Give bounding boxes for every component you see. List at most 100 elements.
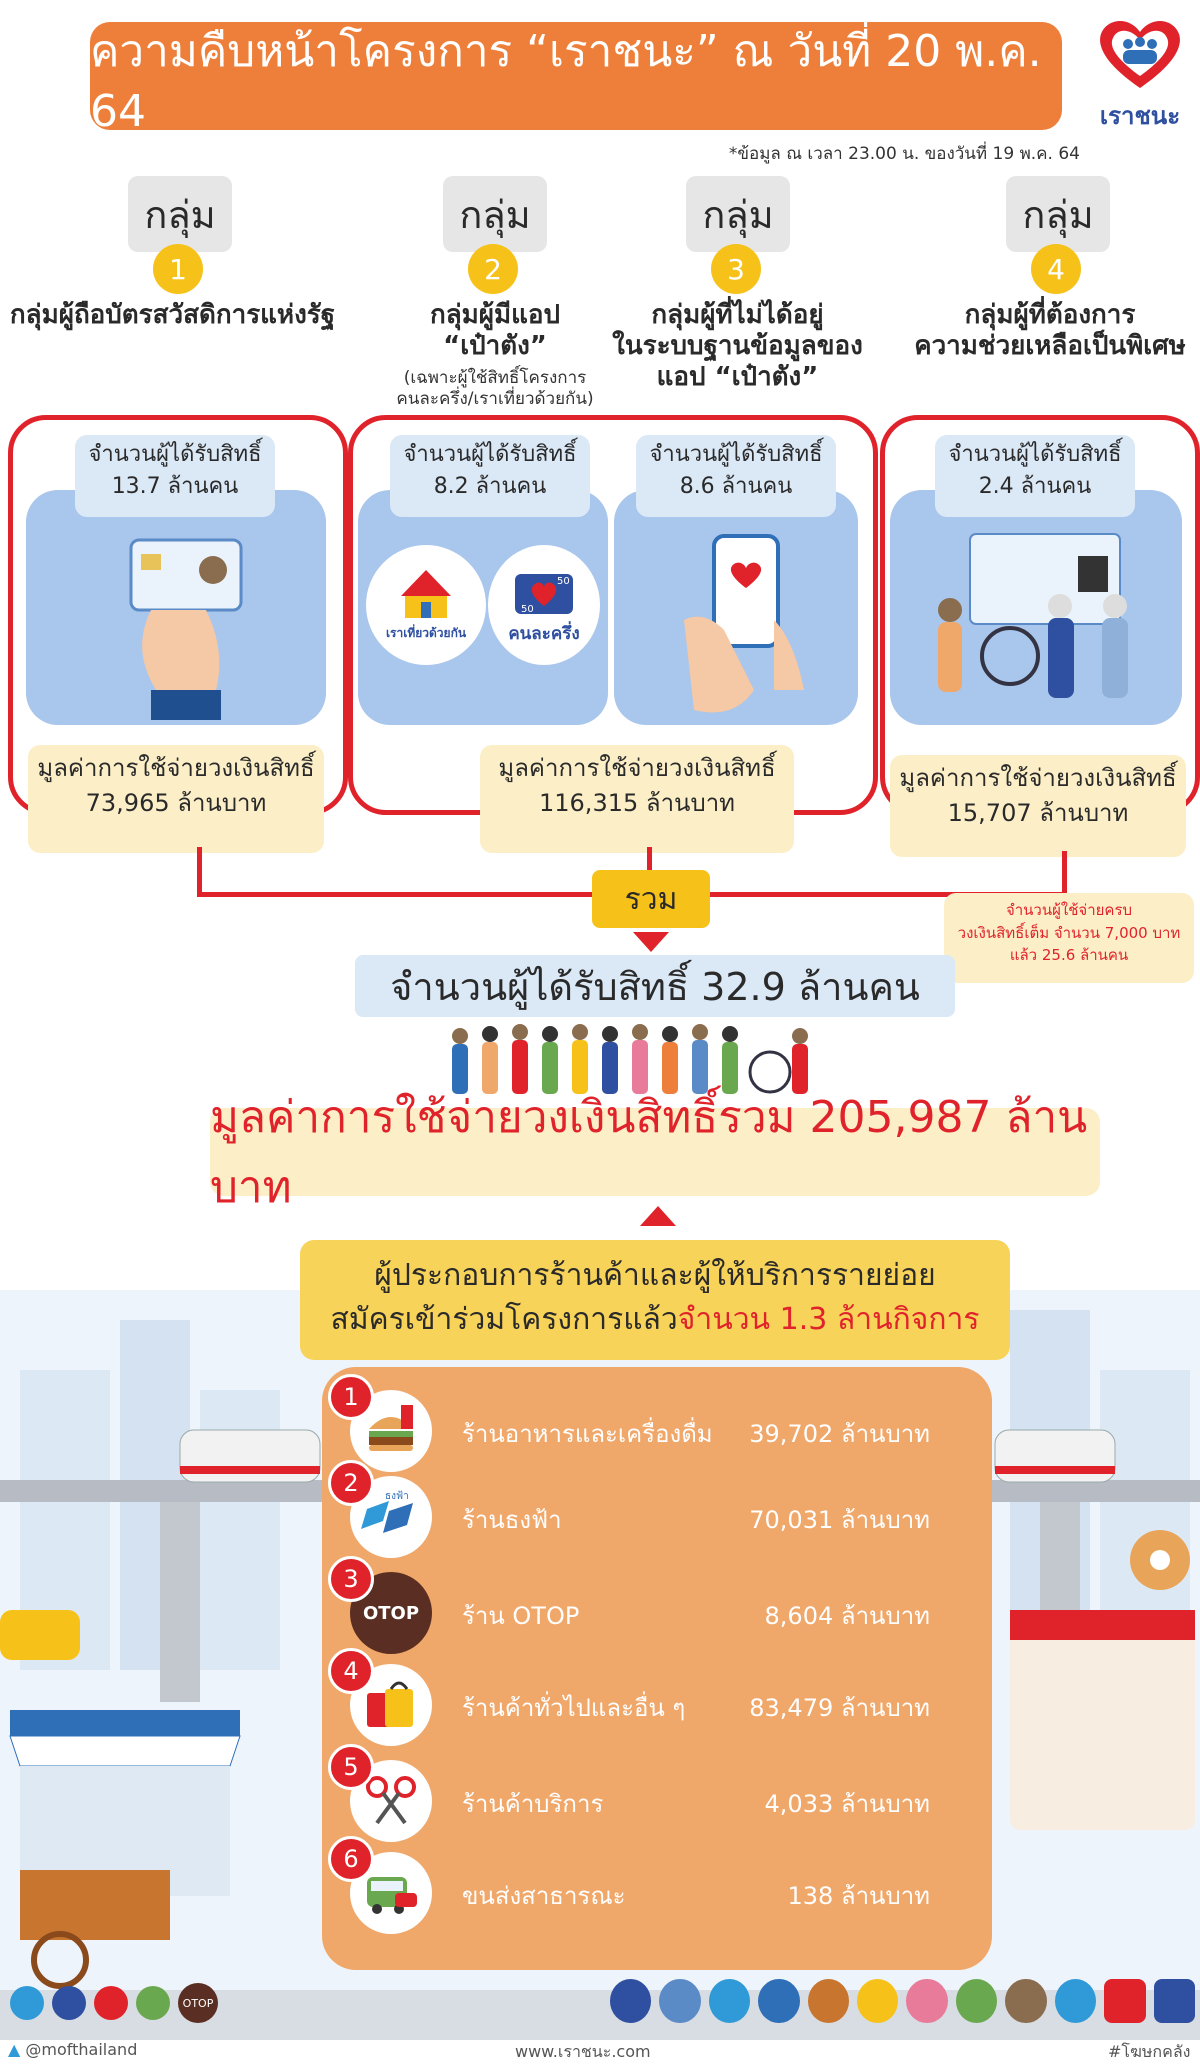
group-2-pill: กลุ่ม bbox=[443, 176, 547, 252]
arrow-down-icon bbox=[633, 932, 669, 952]
phone-hand-icon bbox=[684, 534, 804, 713]
merchants-line-2a: สมัครเข้าร่วมโครงการแล้ว bbox=[330, 1301, 678, 1337]
hashtag: #โฆษกคลัง bbox=[1108, 2042, 1191, 2061]
shop-number: 1 bbox=[328, 1374, 374, 1420]
khon-la-khrueng-logo: 50 50 คนละครึ่ง bbox=[488, 545, 600, 665]
spending-value: 116,315 ล้านบาท bbox=[539, 788, 735, 817]
group-3-number: 3 bbox=[711, 244, 761, 294]
shop-name: ขนส่งสาธารณะ bbox=[462, 1882, 626, 1910]
connector-line-4 bbox=[1062, 851, 1067, 895]
ministry-seal-icon bbox=[857, 1979, 899, 2023]
shop-name: ร้านอาหารและเครื่องดื่ม bbox=[462, 1420, 713, 1448]
shop-row-4: 4 ร้านค้าทั่วไปและอื่น ๆ 83,479 ล้านบาท bbox=[328, 1648, 970, 1750]
shop-value: 70,031 ล้านบาท bbox=[749, 1506, 930, 1534]
temple-icon bbox=[401, 569, 451, 618]
shop-name: ร้าน OTOP bbox=[462, 1602, 580, 1630]
shop-row-5: 5 ร้านค้าบริการ 4,033 ล้านบาท bbox=[328, 1744, 970, 1846]
spending-value: 15,707 ล้านบาท bbox=[947, 798, 1129, 827]
group-2-card: เราเที่ยวด้วยกัน 50 50 คนละครึ่ง bbox=[358, 490, 608, 725]
ministry-seal-icon bbox=[906, 1979, 948, 2023]
ministry-seal-icon bbox=[1005, 1979, 1047, 2023]
shop-value: 138 ล้านบาท bbox=[787, 1882, 930, 1910]
heart-logo-icon bbox=[1100, 20, 1180, 88]
recipients-label: จำนวนผู้ได้รับสิทธิ์ bbox=[403, 442, 577, 467]
connector-line-23 bbox=[647, 847, 652, 877]
total-recipients: จำนวนผู้ได้รับสิทธิ์ 32.9 ล้านคน bbox=[355, 955, 955, 1017]
blue-flag-text: ธงฟ้า bbox=[385, 1490, 409, 1502]
shop-number: 5 bbox=[328, 1744, 374, 1790]
shop-name: ร้านค้าทั่วไปและอื่น ๆ bbox=[462, 1694, 686, 1722]
group-4-recipients: จำนวนผู้ได้รับสิทธิ์ 2.4 ล้านคน bbox=[935, 435, 1135, 517]
footer: ▲ @mofthailand www.เราชนะ.com #โฆษกคลัง bbox=[0, 2040, 1200, 2062]
recipients-label: จำนวนผู้ได้รับสิทธิ์ bbox=[649, 442, 823, 467]
merchants-line-1: ผู้ประกอบการร้านค้าและผู้ให้บริการรายย่อ… bbox=[374, 1258, 936, 1293]
rao-tiew-duay-kan-logo: เราเที่ยวด้วยกัน bbox=[366, 545, 486, 665]
group-1-recipients: จำนวนผู้ได้รับสิทธิ์ 13.7 ล้านคน bbox=[75, 435, 275, 517]
group-4-spending: มูลค่าการใช้จ่ายวงเงินสิทธิ์ 15,707 ล้าน… bbox=[890, 755, 1186, 857]
merchants-box: ผู้ประกอบการร้านค้าและผู้ให้บริการรายย่อ… bbox=[300, 1240, 1010, 1360]
spending-label: มูลค่าการใช้จ่ายวงเงินสิทธิ์ bbox=[899, 764, 1177, 792]
recipients-value: 13.7 ล้านคน bbox=[111, 473, 239, 499]
group-2-subtitle: (เฉพาะผู้ใช้สิทธิ์โครงการ คนละครึ่ง/เราเ… bbox=[396, 368, 594, 410]
shop-row-3: OTOP 3 ร้าน OTOP 8,604 ล้านบาท bbox=[328, 1556, 970, 1658]
crowd-illustration bbox=[452, 1024, 808, 1094]
spending-value: 73,965 ล้านบาท bbox=[85, 788, 267, 817]
shop-row-1: 1 ร้านอาหารและเครื่องดื่ม 39,702 ล้านบาท bbox=[328, 1374, 970, 1476]
shop-number: 3 bbox=[328, 1556, 374, 1602]
partner-logo-icon bbox=[52, 1986, 86, 2020]
twitter-handle[interactable]: ▲ @mofthailand bbox=[8, 2040, 137, 2059]
group-2-3-spending: มูลค่าการใช้จ่ายวงเงินสิทธิ์ 116,315 ล้า… bbox=[480, 745, 794, 853]
elderly-disabled-people-icon bbox=[938, 533, 1128, 698]
group-1-pill: กลุ่ม bbox=[128, 176, 232, 252]
shop-number: 4 bbox=[328, 1648, 374, 1694]
shop-value: 83,479 ล้านบาท bbox=[749, 1694, 930, 1722]
bus-svg bbox=[367, 1877, 417, 1914]
shop-row-6: 6 ขนส่งสาธารณะ 138 ล้านบาท bbox=[328, 1836, 970, 1938]
ministry-seal-icon bbox=[1104, 1979, 1146, 2023]
shop-number: 2 bbox=[328, 1460, 374, 1506]
shop-categories-panel bbox=[322, 1367, 992, 1970]
data-timestamp-note: *ข้อมูล ณ เวลา 23.00 น. ของวันที่ 19 พ.ค… bbox=[728, 144, 1080, 164]
recipients-value: 2.4 ล้านคน bbox=[978, 473, 1092, 499]
group-4-pill: กลุ่ม bbox=[1006, 176, 1110, 252]
group-2-recipients: จำนวนผู้ได้รับสิทธิ์ 8.2 ล้านคน bbox=[390, 435, 590, 517]
ministry-seal-icon bbox=[1153, 1979, 1195, 2023]
group-1-number: 1 bbox=[153, 244, 203, 294]
recipients-value: 8.6 ล้านคน bbox=[679, 473, 793, 499]
left-logo-row: OTOP bbox=[10, 1978, 230, 2028]
twitter-handle-text: @mofthailand bbox=[25, 2040, 138, 2059]
recipients-value: 8.2 ล้านคน bbox=[433, 473, 547, 499]
rao-chana-logo: เราชนะ bbox=[1085, 14, 1195, 134]
shop-number: 6 bbox=[328, 1836, 374, 1882]
group-4-title: กลุ่มผู้ที่ต้องการ ความช่วยเหลือเป็นพิเศ… bbox=[914, 300, 1186, 362]
group-2-number: 2 bbox=[468, 244, 518, 294]
shop-value: 8,604 ล้านบาท bbox=[764, 1602, 930, 1630]
recipients-label: จำนวนผู้ได้รับสิทธิ์ bbox=[88, 442, 262, 467]
partner-logo-icon bbox=[136, 1986, 170, 2020]
spending-label: มูลค่าการใช้จ่ายวงเงินสิทธิ์ bbox=[498, 754, 776, 782]
group-4-number: 4 bbox=[1031, 244, 1081, 294]
ministry-seal-icon bbox=[609, 1979, 652, 2023]
ministry-seal-icon bbox=[807, 1979, 850, 2023]
group-4-card bbox=[890, 490, 1182, 725]
shop-value: 4,033 ล้านบาท bbox=[764, 1790, 930, 1818]
merchants-line-2: สมัครเข้าร่วมโครงการแล้วจำนวน 1.3 ล้านกิ… bbox=[300, 1298, 1010, 1342]
blue-flag-svg: ธงฟ้า bbox=[361, 1490, 413, 1533]
ministry-seal-icon bbox=[1054, 1979, 1097, 2023]
website-link[interactable]: www.เราชนะ.com bbox=[515, 2042, 651, 2061]
connector-line-1 bbox=[197, 847, 202, 895]
welfare-card-hand-icon bbox=[129, 538, 243, 720]
group-3-pill: กลุ่ม bbox=[686, 176, 790, 252]
group-1-spending: มูลค่าการใช้จ่ายวงเงินสิทธิ์ 73,965 ล้าน… bbox=[28, 745, 324, 853]
shop-name: ร้านธงฟ้า bbox=[462, 1506, 562, 1534]
burger-svg bbox=[369, 1405, 413, 1451]
ministry-seal-icon bbox=[955, 1979, 998, 2023]
government-logo-row bbox=[609, 1974, 1195, 2028]
logo-text: เราชนะ bbox=[1099, 102, 1181, 130]
otop-logo: OTOP bbox=[178, 1983, 218, 2023]
group-1-card bbox=[26, 490, 326, 725]
partner-logo-icon bbox=[94, 1986, 128, 2020]
ministry-seal-icon bbox=[758, 1979, 800, 2023]
fifty-label-left: 50 bbox=[521, 604, 534, 615]
ministry-seal-icon bbox=[708, 1979, 751, 2023]
